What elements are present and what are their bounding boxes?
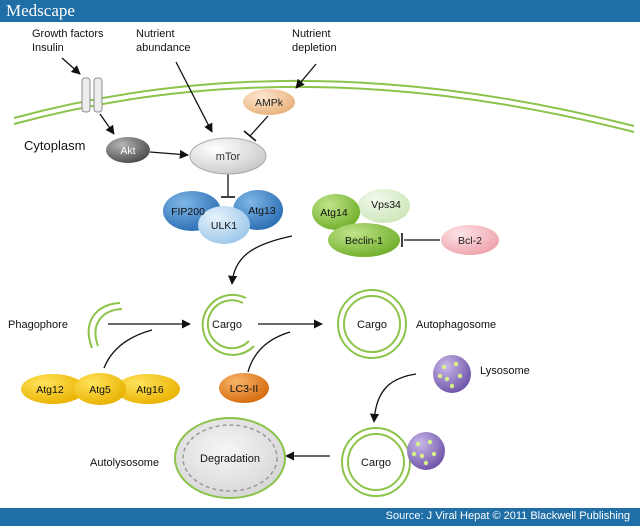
header-bar: Medscape (0, 0, 640, 22)
arrow-growth-to-receptor (61, 57, 81, 75)
cargo-isolation-membrane (201, 293, 255, 356)
node-vps34-label: Vps34 (371, 199, 401, 211)
label-nutrient-abundance-1: Nutrient (136, 28, 175, 40)
node-akt (106, 137, 150, 163)
node-atg16 (116, 374, 180, 404)
node-mtor-label: mTor (216, 151, 241, 163)
lysosome-fusing (407, 432, 445, 470)
node-ampk (243, 89, 295, 115)
label-autolysosome: Autolysosome (90, 457, 159, 469)
node-atg16-label: Atg16 (136, 384, 164, 396)
node-mtor (189, 137, 267, 175)
label-cargo-1: Cargo (212, 319, 242, 331)
node-beclin1-label: Beclin-1 (345, 235, 383, 247)
label-growth-factors: Growth factors (32, 28, 104, 40)
node-ulk1 (198, 206, 250, 244)
footer-bar: Source: J Viral Hepat © 2011 Blackwell P… (0, 508, 640, 526)
label-degradation: Degradation (200, 453, 260, 465)
autophagosome-membrane (337, 289, 407, 359)
node-ampk-label: AMPk (255, 97, 284, 109)
receptor-channel (81, 77, 103, 113)
label-autophagosome: Autophagosome (416, 319, 496, 331)
lysosome-particle (433, 355, 471, 393)
inhibit-ampk-mtor (243, 115, 269, 142)
node-vps34 (358, 189, 410, 223)
node-ulk1-label: ULK1 (211, 220, 237, 232)
source-credit: Source: J Viral Hepat © 2011 Blackwell P… (385, 510, 630, 522)
node-atg12-label: Atg12 (36, 384, 64, 396)
node-atg14 (312, 194, 360, 230)
inhibit-mtor-ulk1 (221, 174, 235, 198)
arrow-depletion-to-ampk (295, 63, 317, 89)
arrow-akt-to-mtor (149, 149, 189, 159)
label-cargo-2: Cargo (357, 319, 387, 331)
node-bcl2 (441, 225, 499, 255)
arrow-receptor-to-akt (99, 113, 115, 135)
label-nutrient-depletion-2: depletion (292, 42, 337, 54)
label-nutrient-abundance-2: abundance (136, 42, 190, 54)
label-cytoplasm: Cytoplasm (24, 138, 85, 153)
label-lysosome: Lysosome (480, 365, 530, 377)
node-atg13-label: Atg13 (248, 205, 276, 217)
arrow-complexes-to-cargo (228, 235, 293, 285)
node-lc3ii-label: LC3-II (230, 383, 259, 395)
node-beclin1 (328, 223, 400, 257)
brand-logo: Medscape (6, 1, 75, 20)
arrow-atg5-to-phagophore (103, 329, 153, 369)
arrow-abundance-to-mtor (175, 61, 213, 133)
autolysosome-vesicle (341, 427, 411, 497)
phagophore-membrane (87, 302, 123, 349)
node-atg12 (21, 374, 85, 404)
arrow-lc3-to-cargo (247, 331, 291, 373)
inhibit-bcl2-beclin (401, 233, 440, 247)
node-lc3ii (219, 373, 269, 403)
autolysosome-degradation (174, 417, 286, 499)
arrow-lysosome-merge (369, 373, 417, 423)
label-cargo-3: Cargo (361, 457, 391, 469)
node-atg5 (74, 373, 126, 405)
node-bcl2-label: Bcl-2 (458, 235, 482, 247)
label-phagophore: Phagophore (8, 319, 68, 331)
node-akt-label: Akt (120, 145, 135, 157)
node-atg5-label: Atg5 (89, 384, 111, 396)
node-fip200-label: FIP200 (171, 206, 205, 218)
label-insulin: Insulin (32, 42, 64, 54)
node-atg14-label: Atg14 (320, 207, 348, 219)
label-nutrient-depletion-1: Nutrient (292, 28, 331, 40)
